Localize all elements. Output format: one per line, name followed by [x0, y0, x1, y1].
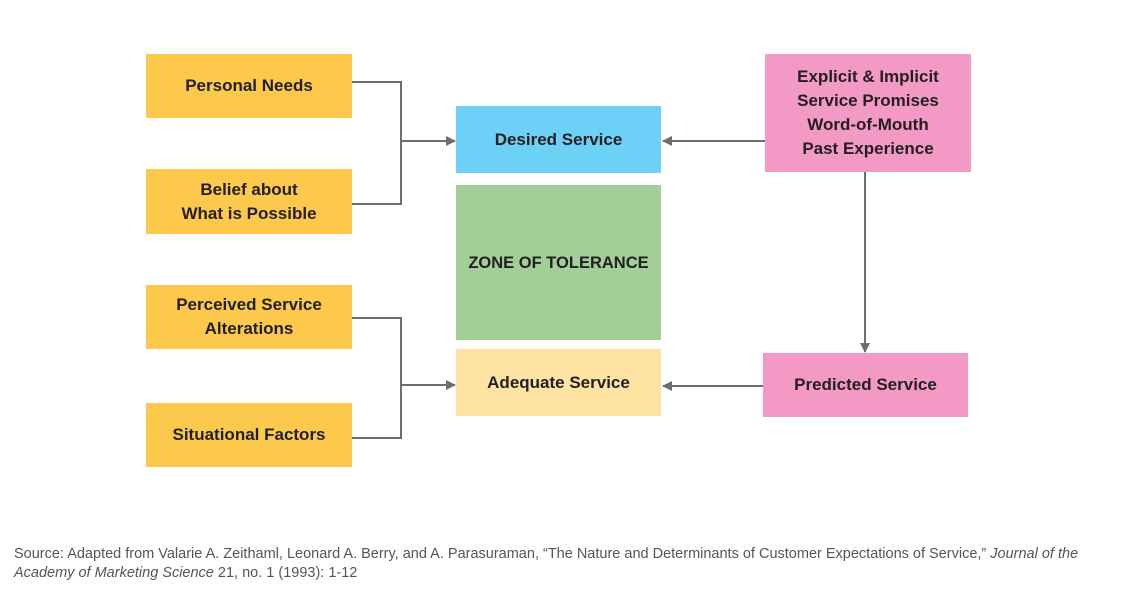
predicted-service-box: Predicted Service	[763, 353, 968, 417]
desired-service-label: Desired Service	[494, 129, 623, 149]
belief-box: Belief about What is Possible	[146, 169, 352, 234]
source-prefix: Source: Adapted from Valarie A. Zeithaml…	[14, 546, 991, 562]
personal-needs-label: Personal Needs	[185, 76, 313, 95]
explicit-promises-box: Explicit & Implicit Service Promises Wor…	[765, 54, 971, 172]
situational-factors-box: Situational Factors	[146, 403, 352, 467]
perceived-alterations-label: Perceived Service Alterations	[176, 295, 322, 338]
bracket-adequate-inputs	[352, 317, 402, 439]
explicit-promises-label: Explicit & Implicit Service Promises Wor…	[797, 67, 939, 158]
desired-service-box: Desired Service	[456, 106, 661, 173]
source-suffix: 21, no. 1 (1993): 1-12	[213, 565, 358, 581]
zone-of-tolerance-label: ZONE OF TOLERANCE	[468, 253, 649, 272]
bracket-desired-inputs	[352, 81, 402, 205]
adequate-service-box: Adequate Service	[456, 349, 661, 416]
source-citation: Source: Adapted from Valarie A. Zeithaml…	[14, 545, 1114, 583]
perceived-alterations-box: Perceived Service Alterations	[146, 285, 352, 349]
source-journal: Journal of the Academy of Marketing Scie…	[14, 546, 1079, 581]
adequate-service-label: Adequate Service	[487, 372, 630, 392]
zone-of-tolerance-box: ZONE OF TOLERANCE	[456, 185, 661, 340]
personal-needs-box: Personal Needs	[146, 54, 352, 118]
situational-factors-label: Situational Factors	[172, 425, 326, 444]
predicted-service-label: Predicted Service	[794, 375, 937, 394]
belief-label: Belief about What is Possible	[181, 179, 317, 223]
